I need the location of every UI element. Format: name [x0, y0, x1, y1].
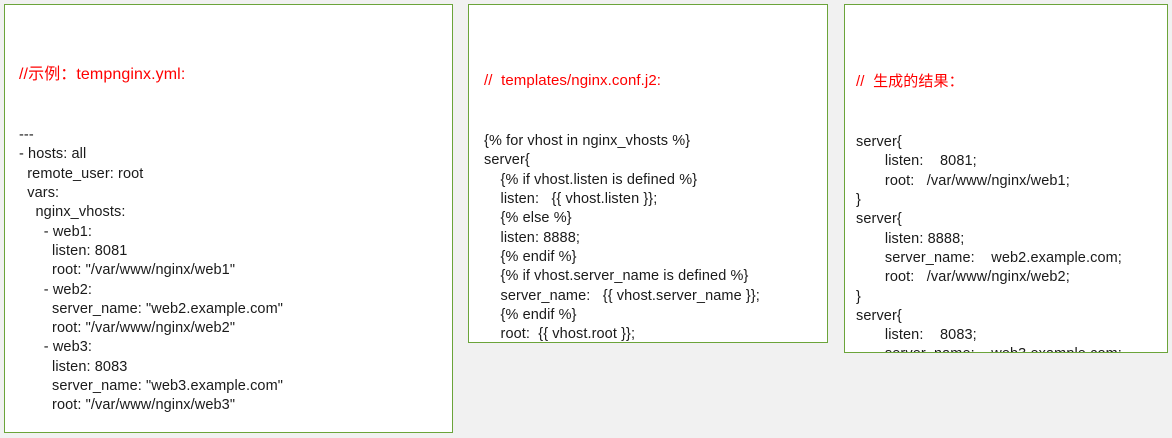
code-line: server_name: {{ vhost.server_name }};	[484, 287, 760, 304]
code-line: listen: 8083	[19, 358, 128, 375]
code-line: {% endif %}	[484, 248, 577, 265]
code-line: {% endif %}	[484, 306, 577, 323]
code-line: root: /var/www/nginx/web2;	[856, 269, 1070, 286]
code-line: - web1:	[19, 223, 93, 240]
code-line: server{	[484, 152, 530, 169]
result-code-block: // 生成的结果： server{ listen: 8081; root: /v…	[856, 32, 1163, 352]
code-line: server_name: web2.example.com;	[856, 249, 1122, 266]
code-line: server_name: web3.example.com;	[856, 345, 1163, 352]
code-line: {% else %}	[484, 210, 572, 227]
example-code-block: //示例：tempnginx.yml: --- - hosts: all remo…	[19, 25, 448, 432]
result-code-lines: server{ listen: 8081; root: /var/www/ngi…	[856, 133, 1163, 352]
code-line: server{	[856, 211, 902, 228]
code-line: listen: 8888;	[856, 230, 965, 247]
code-line: root: "/var/www/nginx/web2"	[19, 320, 236, 337]
code-line: listen: 8081;	[856, 153, 977, 170]
code-line: - web2:	[19, 281, 93, 298]
code-line: listen: {{ vhost.listen }};	[484, 191, 658, 208]
result-output-panel: // 生成的结果： server{ listen: 8081; root: /v…	[844, 4, 1168, 353]
example-panel-header: //示例：tempnginx.yml:	[19, 65, 186, 83]
code-line: }	[856, 192, 861, 209]
code-line: root: "/var/www/nginx/web3"	[19, 397, 236, 414]
code-line: {% if vhost.listen is defined %}	[484, 171, 698, 188]
code-line: - web3:	[19, 339, 93, 356]
code-line: remote_user: root	[19, 165, 144, 182]
code-line: listen: 8888;	[484, 229, 581, 246]
template-code-block: // templates/nginx.conf.j2: {% for vhost…	[484, 31, 823, 343]
code-line: {% for vhost in nginx_vhosts %}	[484, 133, 691, 150]
code-line: server_name: "web3.example.com"	[19, 378, 284, 395]
code-line: ---	[19, 127, 34, 144]
code-line: vars:	[19, 185, 60, 202]
code-line: }	[856, 288, 861, 305]
code-line: - hosts: all	[19, 146, 87, 163]
code-line: server_name: "web2.example.com"	[19, 300, 284, 317]
code-line: root: {{ vhost.root }};	[484, 326, 636, 343]
code-line: listen: 8083;	[856, 327, 977, 344]
code-line: root: /var/www/nginx/web1;	[856, 172, 1070, 189]
result-panel-header: // 生成的结果：	[856, 72, 964, 90]
code-line	[19, 416, 448, 432]
code-line: listen: 8081	[19, 242, 128, 259]
code-line: server{	[856, 134, 902, 151]
code-line: {% if vhost.server_name is defined %}	[484, 268, 749, 285]
example-yaml-panel: //示例：tempnginx.yml: --- - hosts: all remo…	[4, 4, 453, 433]
template-j2-panel: // templates/nginx.conf.j2: {% for vhost…	[468, 4, 828, 343]
code-line: nginx_vhosts:	[19, 204, 126, 221]
template-code-lines: {% for vhost in nginx_vhosts %} server{ {…	[484, 132, 823, 343]
code-line: root: "/var/www/nginx/web1"	[19, 262, 236, 279]
example-code-lines: ---- hosts: all remote_user: root vars: …	[19, 126, 448, 432]
template-panel-header: // templates/nginx.conf.j2:	[484, 71, 662, 89]
code-line: server{	[856, 307, 902, 324]
